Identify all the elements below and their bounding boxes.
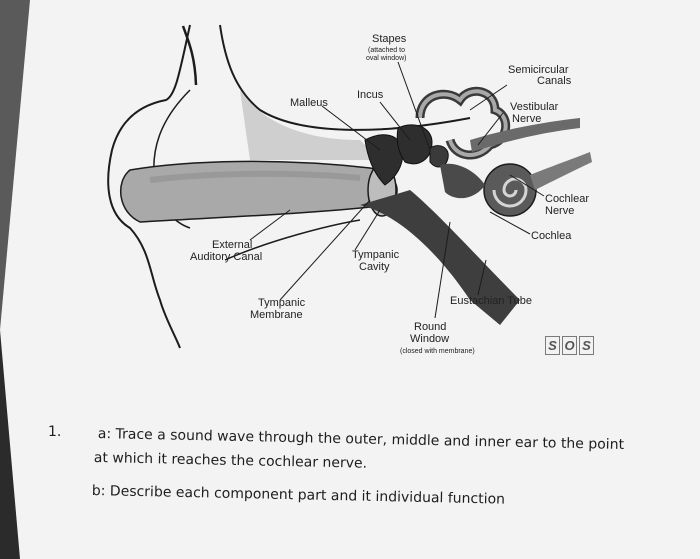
paper-shadow-left <box>0 0 30 330</box>
temporal-bone <box>240 90 380 160</box>
skull-wall-lower <box>224 219 361 261</box>
pinna-outline <box>107 24 191 349</box>
label-stapes-note-1: (attached to <box>368 47 405 54</box>
cochlea-shape <box>483 163 537 217</box>
label-round-window-note: (closed with membrane) <box>400 348 475 355</box>
leader-lines <box>249 61 545 319</box>
label-semicircular-1: Semicircular <box>508 64 569 76</box>
malleus-shape <box>364 134 404 186</box>
label-stapes-note-2: oval window) <box>366 55 406 62</box>
label-vestibular-1: Vestibular <box>510 101 559 113</box>
question-number: 1. <box>48 424 62 440</box>
label-tympanic-membrane-2: Membrane <box>250 309 303 321</box>
cochlea-spiral <box>492 177 528 208</box>
label-tympanic-cavity-2: Cavity <box>359 261 390 273</box>
label-round-window-1: Round <box>414 321 446 333</box>
label-incus: Incus <box>357 89 384 101</box>
pinna-top <box>181 25 198 86</box>
label-stapes: Stapes <box>372 33 407 45</box>
label-cochlear-nerve-2: Nerve <box>545 205 574 217</box>
label-external-2: Auditory Canal <box>190 251 262 263</box>
label-round-window-2: Window <box>410 333 449 345</box>
vestibule-shape <box>440 163 485 199</box>
logo-letter: S <box>579 336 594 355</box>
canal-highlight <box>149 170 361 183</box>
label-tympanic-membrane-1: Tympanic <box>258 297 306 309</box>
label-semicircular-2: Canals <box>537 75 572 87</box>
logo-letter: O <box>562 336 577 355</box>
sos-logo: S O S <box>545 336 594 355</box>
eustachian-tube-shape <box>360 190 520 325</box>
label-cochlea: Cochlea <box>531 230 572 242</box>
label-eustachian: Eustachian Tube <box>450 295 532 307</box>
vestibular-nerve-shape <box>470 118 580 152</box>
semicircular-canals-inner <box>418 89 508 157</box>
label-malleus: Malleus <box>290 97 328 109</box>
label-cochlear-nerve-1: Cochlear <box>545 193 589 205</box>
stapes-shape <box>429 145 449 168</box>
label-tympanic-cavity-1: Tympanic <box>352 249 400 261</box>
cochlear-nerve-shape <box>530 152 592 190</box>
label-vestibular-2: Nerve <box>512 113 541 125</box>
label-external-1: External <box>212 239 252 251</box>
logo-letter: S <box>545 336 560 355</box>
